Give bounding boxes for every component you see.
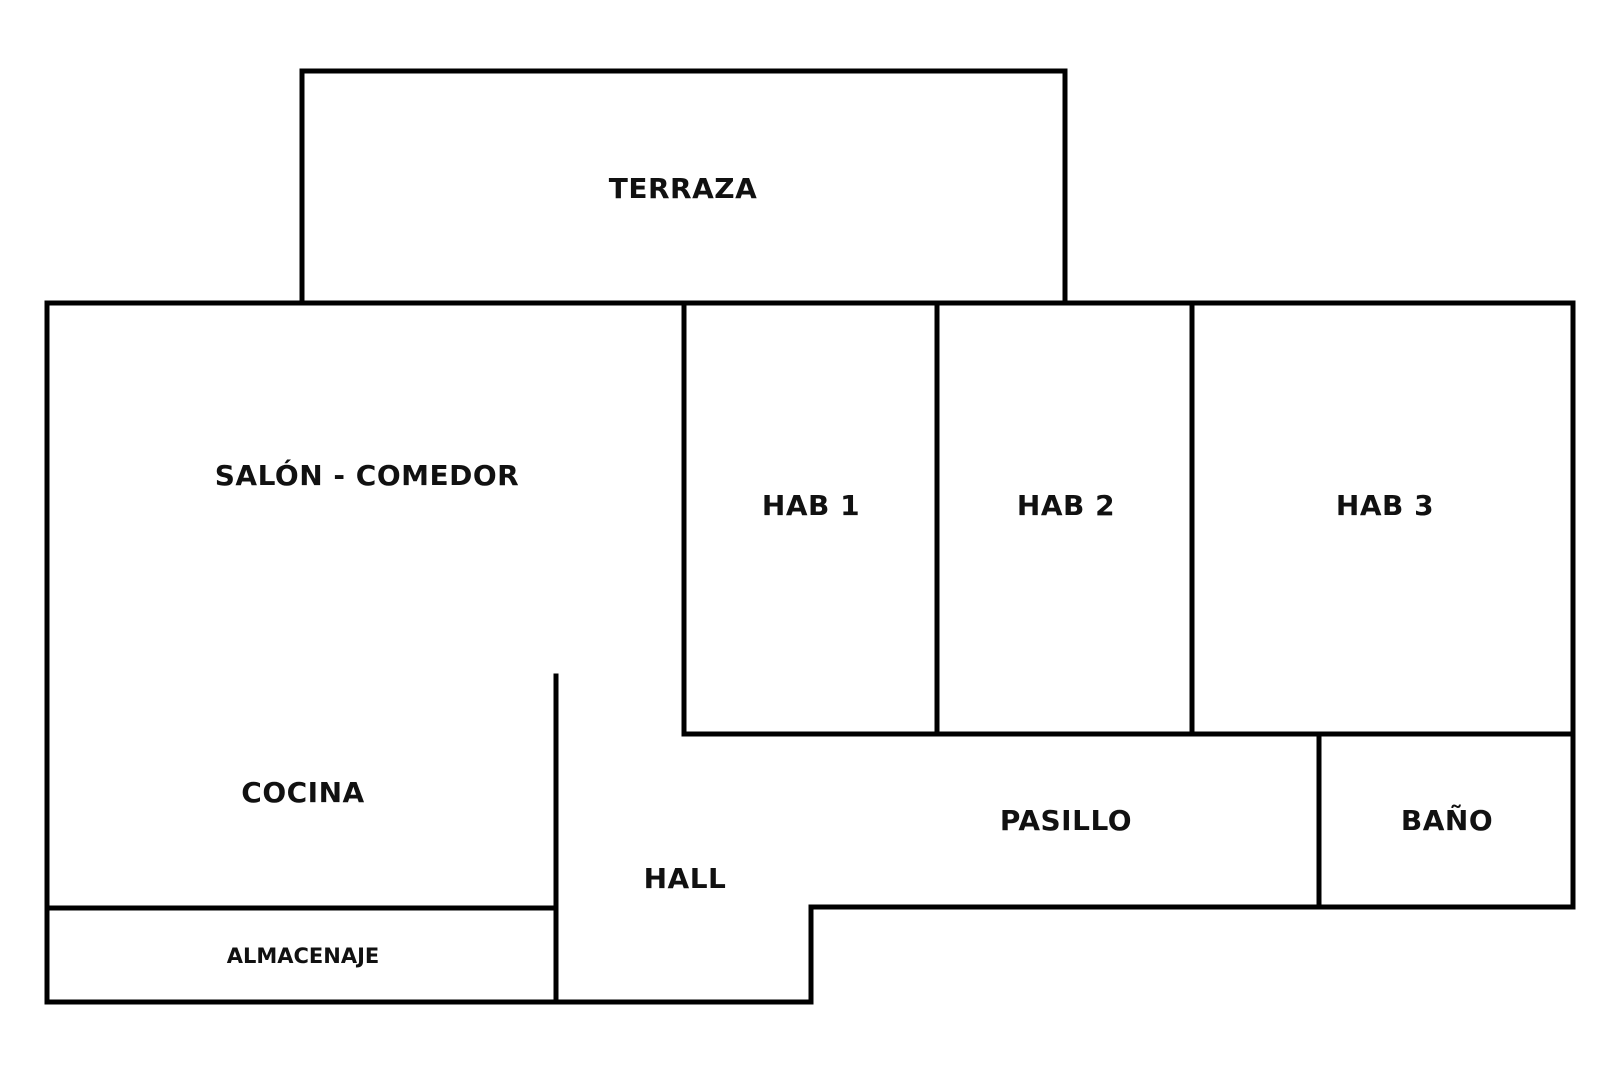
label-pasillo: PASILLO <box>1000 804 1132 837</box>
bedrooms-wall <box>681 300 1576 737</box>
label-hab2: HAB 2 <box>1017 489 1115 522</box>
label-almacenaje: ALMACENAJE <box>227 944 380 968</box>
label-hab1: HAB 1 <box>762 489 860 522</box>
label-bano: BAÑO <box>1401 803 1493 837</box>
outer-wall <box>44 300 1576 1005</box>
label-cocina: COCINA <box>241 776 364 809</box>
label-hab3: HAB 3 <box>1336 489 1434 522</box>
label-hall: HALL <box>644 862 727 895</box>
label-terraza: TERRAZA <box>609 172 758 205</box>
label-salon-comedor: SALÓN - COMEDOR <box>215 458 519 492</box>
